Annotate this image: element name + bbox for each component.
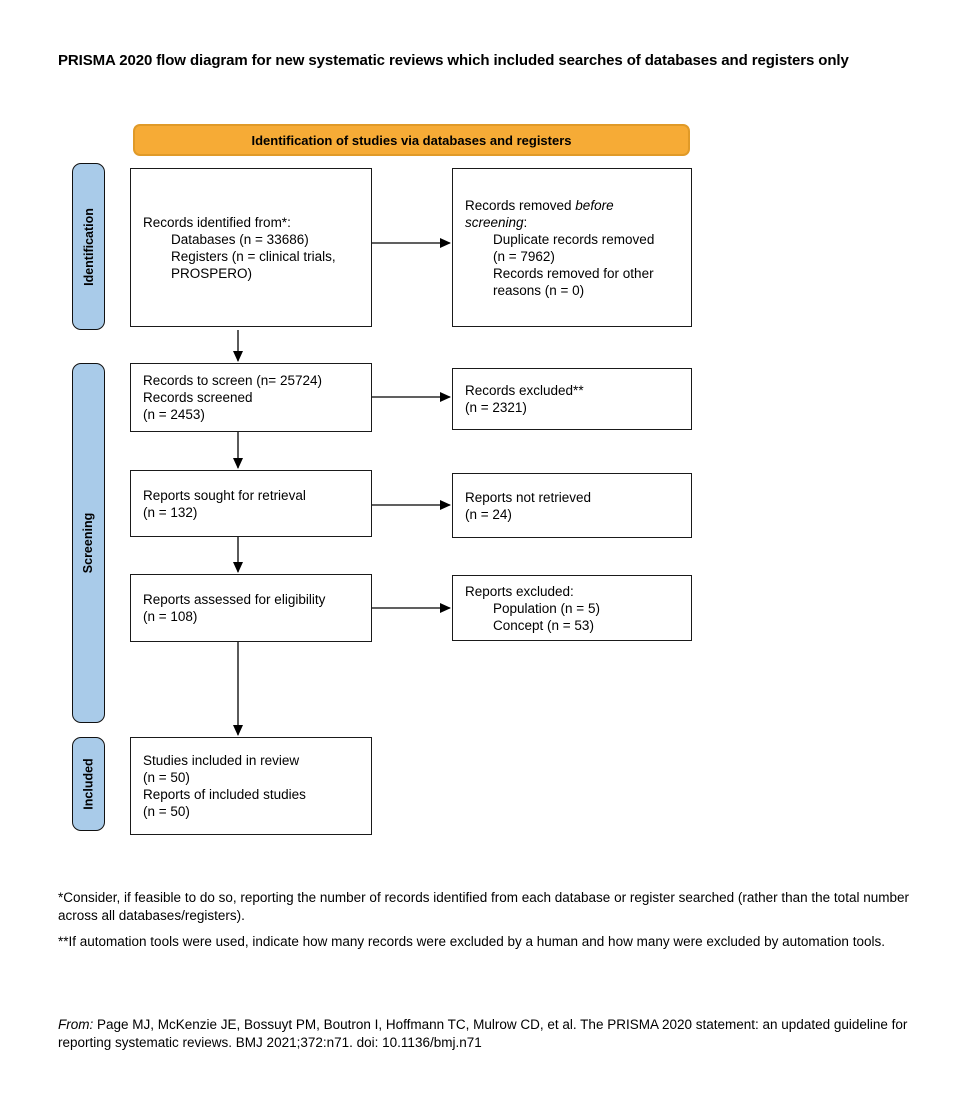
citation-from-label: From: — [58, 1017, 94, 1032]
sidebar-stage-screening-label: Screening — [81, 512, 96, 574]
box-line: Databases (n = 33686) — [171, 231, 309, 247]
box-line: Records removed before — [465, 197, 685, 214]
box-line: Records excluded** — [465, 383, 584, 398]
box-line: (n = 2321) — [465, 400, 527, 415]
citation-text: Page MJ, McKenzie JE, Bossuyt PM, Boutro… — [58, 1017, 908, 1050]
box-line: Population (n = 5) — [493, 600, 600, 616]
box-text-part-italic: before — [575, 197, 614, 213]
banner-identification-of-studies: Identification of studies via databases … — [133, 124, 690, 156]
box-line: PROSPERO) — [171, 265, 253, 281]
box-records-removed-before-screening: Records removed before screening: Duplic… — [452, 168, 692, 327]
box-line: Reports excluded: — [465, 583, 574, 599]
box-line: (n = 132) — [143, 504, 198, 520]
box-reports-excluded: Reports excluded: Population (n = 5) Con… — [452, 575, 692, 641]
box-line: (n = 2453) — [143, 407, 205, 422]
box-line: Records screened — [143, 390, 253, 405]
box-studies-included-in-review: Studies included in review (n = 50) Repo… — [130, 737, 372, 835]
box-line: Concept (n = 53) — [493, 617, 594, 633]
box-line: Reports assessed for eligibility — [143, 592, 326, 607]
box-line: (n = 50) — [143, 770, 190, 785]
page-title: PRISMA 2020 flow diagram for new systema… — [58, 52, 849, 69]
box-text-part: Records removed — [465, 197, 576, 213]
box-line: Records removed for other — [493, 265, 654, 281]
box-line: reasons (n = 0) — [493, 282, 585, 298]
box-line: (n = 50) — [143, 804, 190, 819]
box-line: screening: — [465, 214, 685, 231]
box-line: Records to screen (n= 25724) — [143, 373, 322, 388]
source-citation: From: Page MJ, McKenzie JE, Bossuyt PM, … — [58, 1016, 914, 1052]
box-reports-assessed-for-eligibility: Reports assessed for eligibility (n = 10… — [130, 574, 372, 642]
box-records-excluded: Records excluded** (n = 2321) — [452, 368, 692, 430]
sidebar-stage-screening: Screening — [72, 363, 105, 723]
box-line: Reports not retrieved — [465, 489, 592, 505]
footnote-double-asterisk: **If automation tools were used, indicat… — [58, 934, 885, 949]
box-line: Reports of included studies — [143, 787, 306, 802]
box-reports-not-retrieved: Reports not retrieved (n = 24) — [452, 473, 692, 538]
box-line: Duplicate records removed — [493, 231, 655, 247]
box-line: (n = 24) — [465, 506, 512, 522]
sidebar-stage-identification: Identification — [72, 163, 105, 330]
box-line: (n = 108) — [143, 609, 198, 624]
box-line: Registers (n = clinical trials, — [171, 248, 336, 264]
box-text-part-italic: screening — [465, 214, 524, 230]
box-line: Studies included in review — [143, 753, 300, 768]
box-line: (n = 7962) — [493, 248, 555, 264]
box-line: Reports sought for retrieval — [143, 487, 306, 503]
box-line: Records identified from*: — [143, 214, 291, 230]
footnote-asterisk: *Consider, if feasible to do so, reporti… — [58, 890, 909, 923]
sidebar-stage-included: Included — [72, 737, 105, 831]
box-reports-sought-for-retrieval: Reports sought for retrieval (n = 132) — [130, 470, 372, 537]
box-records-identified: Records identified from*: Databases (n =… — [130, 168, 372, 327]
box-text-part: : — [523, 214, 528, 230]
sidebar-stage-included-label: Included — [81, 758, 96, 810]
box-records-screened: Records to screen (n= 25724) Records scr… — [130, 363, 372, 432]
sidebar-stage-identification-label: Identification — [81, 207, 96, 286]
